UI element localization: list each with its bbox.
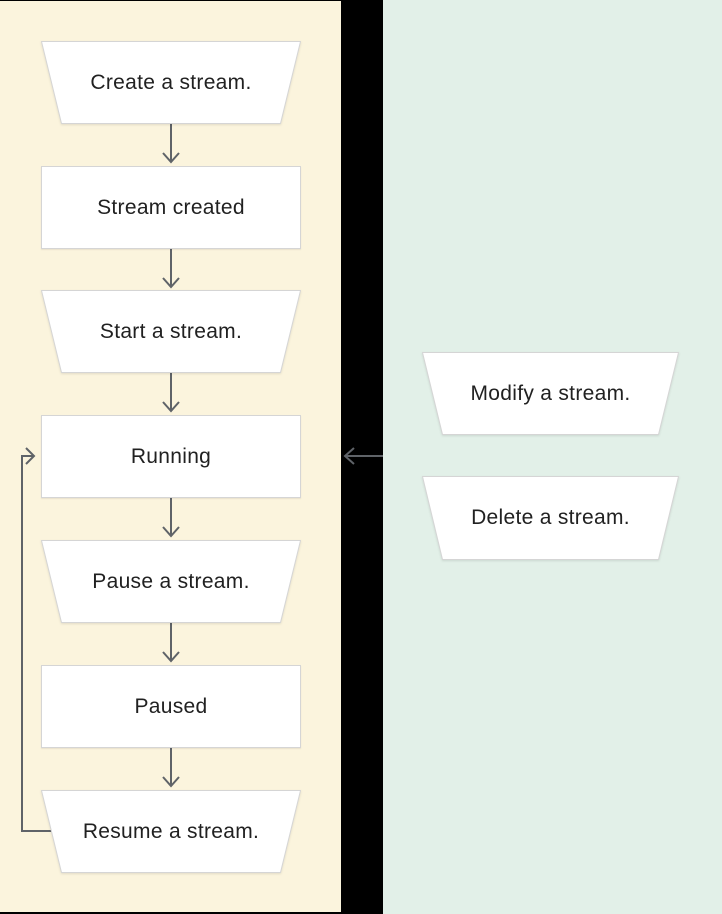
node-label: Paused (134, 694, 208, 718)
flow-node-pause-a-stream: Pause a stream. (41, 540, 301, 623)
flow-node-running: Running (41, 415, 301, 498)
trapezoid-shape (41, 41, 301, 124)
node-label: Modify a stream. (470, 381, 631, 405)
node-label: Running (130, 444, 212, 468)
flow-node-stream-created: Stream created (41, 166, 301, 249)
node-label: Stream created (97, 195, 245, 219)
trapezoid-shape (41, 290, 301, 373)
arrow-side-actions-to-running (343, 447, 383, 465)
rect-shape (41, 166, 301, 249)
flow-node-delete-a-stream: Delete a stream. (422, 476, 679, 560)
trapezoid-shape (41, 540, 301, 623)
flow-node-paused: Paused (41, 665, 301, 748)
arrow-pause-to-paused (162, 623, 180, 663)
node-label: Create a stream. (90, 70, 252, 94)
arrow-running-to-pause (162, 498, 180, 538)
lifecycle-arrows-layer (21, 124, 180, 832)
node-label: Resume a stream. (82, 819, 260, 843)
trapezoid-shape (422, 352, 679, 435)
trapezoid-shape (422, 476, 679, 560)
flow-node-resume-a-stream: Resume a stream. (41, 790, 301, 873)
arrow-stream-created-to-start (162, 249, 180, 289)
lifecycle-panel: Create a stream. Stream created Start a … (0, 1, 341, 912)
arrow-paused-to-resume (162, 748, 180, 788)
rect-shape (41, 665, 301, 748)
side-actions-panel: Modify a stream. Delete a stream. (383, 0, 722, 914)
flow-node-start-a-stream: Start a stream. (41, 290, 301, 373)
node-label: Delete a stream. (471, 506, 630, 529)
node-label: Start a stream. (99, 319, 243, 343)
flow-node-create-a-stream: Create a stream. (41, 41, 301, 124)
rect-shape (41, 415, 301, 498)
arrow-resume-loop-to-running (21, 447, 55, 832)
flow-node-modify-a-stream: Modify a stream. (422, 352, 679, 435)
node-label: Pause a stream. (92, 569, 250, 593)
arrow-start-to-running (162, 373, 180, 413)
trapezoid-shape (41, 790, 301, 873)
arrow-create-to-stream-created (162, 124, 180, 164)
